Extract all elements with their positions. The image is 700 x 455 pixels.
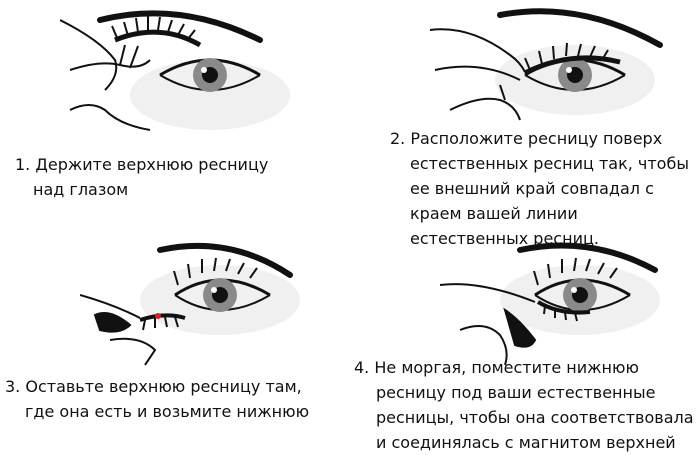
tweezer-hand [60,19,151,131]
eyebrow [497,8,663,48]
eyebrow [517,242,658,273]
eyebrow [97,10,263,43]
magnet-dot [155,313,161,319]
step-1-caption: 1. Держите верхнюю ресницу над глазом [15,152,268,202]
caption-line: 2. Расположите ресницу поверх [390,129,663,148]
caption-line: ресницу под ваши естественные [376,383,656,402]
caption-line: краем вашей линии [410,204,578,223]
caption-line: 4. Не моргая, поместите нижнюю [354,358,639,377]
step-2-illustration [430,8,663,121]
tweezer-hand [430,28,526,121]
caption-line: над глазом [33,180,129,199]
caption-line: где она есть и возьмите нижнюю [25,402,310,421]
upper-lash [533,257,618,286]
caption-line: 3. Оставьте верхнюю ресницу там, [5,377,302,396]
step-4-illustration [440,242,660,366]
false-upper-lash [523,42,621,76]
step-2-caption: 2. Расположите ресницу поверх естественн… [390,126,689,251]
step-3-illustration [80,242,300,366]
caption-line: ресницы, чтобы она соответствовала [376,408,694,427]
upper-lash [173,257,258,286]
tweezer-hand [440,283,537,366]
caption-line: 1. Держите верхнюю ресницу [15,155,269,174]
caption-line: и соединялась с магнитом верхней [376,433,676,452]
step-4-caption: 4. Не моргая, поместите нижнюю ресницу п… [354,355,694,455]
caption-line: естественных ресниц так, чтобы [410,154,689,173]
eye-socket-shadow [130,60,290,130]
step-3-caption: 3. Оставьте верхнюю ресницу там, где она… [5,374,309,424]
false-upper-lash [111,16,202,48]
false-lower-lash [536,300,591,322]
false-lower-lash [139,313,186,331]
step-1-illustration [60,10,290,131]
eyebrow [157,242,293,278]
caption-line: ее внешний край совпадал с [410,179,654,198]
tweezer-hand [80,294,157,366]
caption-line: естественных ресниц. [410,229,599,248]
